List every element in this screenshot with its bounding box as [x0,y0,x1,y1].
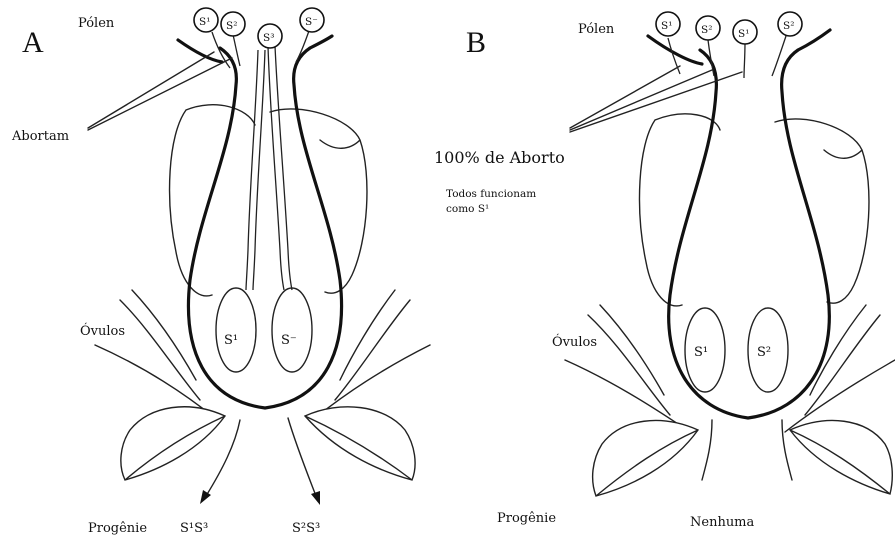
panel-a-pollen-grain-1-label: S¹ [199,16,210,28]
panel-a-pollen-grain-2: S² [221,12,245,36]
panel-b-abort-label: 100% de Aborto [434,148,565,167]
panel-a: A S¹ S² S³ S⁻ S¹ [11,8,430,536]
panel-a-stigma [178,36,332,62]
panel-b-progeny-label: Progênie [497,511,556,526]
panel-b-ovule-1-label: S¹ [694,345,708,360]
panel-a-sepals [95,290,430,418]
panel-b-pollen-label: Pólen [578,22,615,37]
panel-a-pollen-grain-4: S⁻ [300,8,324,32]
panel-b-pollen-grain-3: S¹ [733,20,757,44]
panel-a-ovule-2 [272,288,312,372]
panel-a-pollen-grain-1: S¹ [194,8,218,32]
panel-a-progeny-arrowhead-1 [200,490,211,504]
panel-a-pistil [188,48,341,408]
panel-b-pollen-grain-1-label: S¹ [661,20,672,32]
panel-b-leaf-right [790,421,892,494]
panel-a-progeny-arrowhead-2 [311,491,320,505]
panel-b-pollen-grain-2-label: S² [701,24,712,36]
panel-a-pollen-grain-4-label: S⁻ [305,16,318,28]
panel-a-pollen-grain-2-label: S² [226,20,237,32]
panel-b-pollen-grain-3-label: S¹ [738,28,749,40]
panel-b-ovule-2-label: S² [757,345,771,360]
panel-a-progeny-label: Progênie [88,521,147,536]
panel-b-pollen-grain-4-label: S² [783,20,794,32]
panel-a-leaf-left [121,407,225,480]
panel-a-pollen-label: Pólen [78,16,115,31]
panel-a-ovule-1-label: S¹ [224,333,238,348]
panel-b-ovules-label: Óvulos [552,333,597,350]
panel-a-abort-label: Abortam [11,129,69,144]
panel-a-ovule-2-label: S⁻ [281,333,297,348]
panel-a-leaf-right [305,407,415,480]
panel-a-progeny-2: S²S³ [292,521,320,536]
panel-b: B S¹ S² S¹ S² S¹ S² [434,12,895,530]
panel-a-ovule-1 [216,288,256,372]
panel-b-progeny-value: Nenhuma [690,515,755,530]
panel-a-progeny-1: S¹S³ [180,521,208,536]
panel-a-letter: A [22,26,44,59]
panel-a-ovules-label: Óvulos [80,322,125,339]
panel-a-pollen-tube-2b [275,46,292,290]
panel-a-abort-pointer [88,52,232,130]
panel-b-pollen-grain-4: S² [778,12,802,36]
panel-b-note-line1: Todos funcionam [446,188,536,200]
panel-a-pollen-grain-3: S³ [258,24,282,48]
panel-a-pollen-tube-2 [268,46,284,290]
panel-a-progeny-arrow-2 [288,418,316,496]
panel-a-pollen-tube-1b [253,50,265,290]
panel-b-pollen-grain-1: S¹ [656,12,680,36]
panel-b-pollen-grain-2: S² [696,16,720,40]
panel-a-pollen-tube-1 [246,50,258,290]
panel-b-note-line2: como S¹ [446,203,489,215]
panel-b-leaf-left [593,421,698,496]
panel-a-pollen-grain-3-label: S³ [263,32,274,44]
panel-b-aborted-tube-3 [744,42,745,78]
panel-b-letter: B [466,26,486,59]
